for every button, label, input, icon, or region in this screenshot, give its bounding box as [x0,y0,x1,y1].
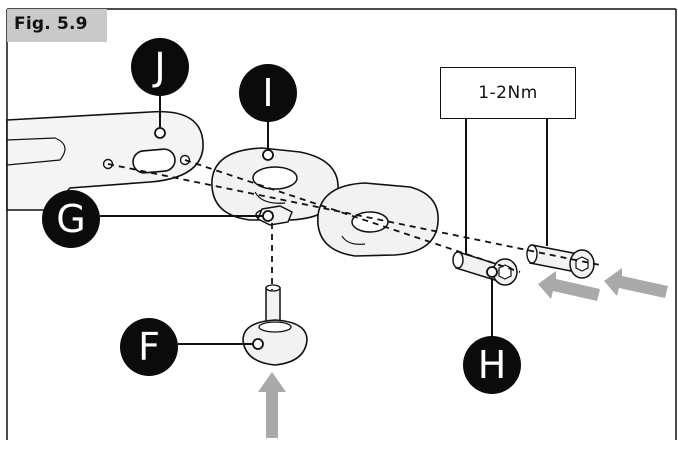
torque-label: 1-2Nm [478,83,538,103]
figure-label: Fig. 5.9 [14,14,88,34]
assembly-axes [107,159,601,290]
mounting-bracket [6,110,204,211]
short-bolt-h [452,251,518,286]
direction-arrows [258,268,668,438]
arrow-left-icon [538,271,600,301]
callout-f: F [120,318,178,376]
torque-box [440,67,576,119]
knob-f [242,284,308,366]
arrow-up-icon [258,372,286,438]
callout-i: I [239,64,297,122]
figure-tab [7,9,107,42]
leader-endpoints [154,127,498,350]
callout-j: J [131,38,189,96]
arrow-left-icon [604,268,668,298]
callout-h: H [463,336,521,394]
figure-frame [6,8,677,440]
callout-g: G [42,190,100,248]
long-bolt [526,244,595,279]
